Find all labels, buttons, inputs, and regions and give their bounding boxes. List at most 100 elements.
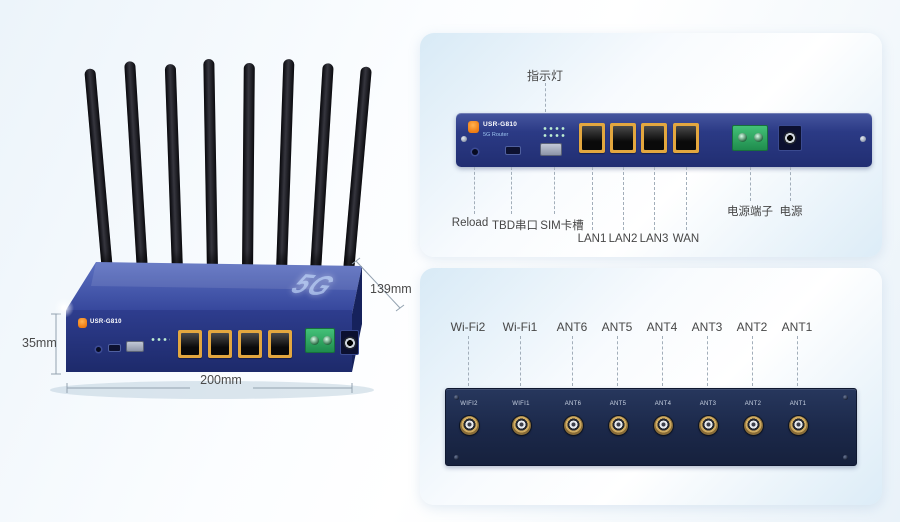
panel-screw bbox=[454, 455, 459, 460]
sma-port-label: WIFI1 bbox=[512, 401, 530, 407]
callout-ant5: ANT5 bbox=[601, 320, 633, 334]
leader-line bbox=[752, 336, 753, 386]
lan3-port bbox=[641, 123, 667, 153]
callout-ant3: ANT3 bbox=[691, 320, 723, 334]
sma-connector-ant6: ANT6 bbox=[550, 401, 596, 435]
router-body-graphic bbox=[50, 257, 405, 399]
brand-logo-icon bbox=[78, 318, 87, 328]
lan2-port bbox=[610, 123, 636, 153]
antenna-io-panel: WIFI2 WIFI1 ANT6 ANT5 ANT4 ANT3 bbox=[445, 388, 857, 466]
sim-slot bbox=[540, 143, 562, 156]
sma-connector-ant1: ANT1 bbox=[775, 401, 821, 435]
wan-port bbox=[673, 123, 699, 153]
sma-port-label: ANT2 bbox=[744, 401, 762, 407]
sma-connector-ant5: ANT5 bbox=[595, 401, 641, 435]
sma-port-label: ANT4 bbox=[654, 401, 672, 407]
callout-ant4: ANT4 bbox=[646, 320, 678, 334]
panel-screw bbox=[454, 395, 459, 400]
leader-line-lan3 bbox=[654, 167, 655, 230]
ethernet-port bbox=[238, 330, 262, 358]
callout-wifi1: Wi-Fi1 bbox=[502, 320, 538, 334]
drop-shadow bbox=[50, 381, 374, 399]
label-sim: SIM卡槽 bbox=[540, 220, 584, 232]
label-wan: WAN bbox=[672, 233, 700, 245]
led-indicators bbox=[542, 125, 566, 139]
sma-port-label: ANT1 bbox=[789, 401, 807, 407]
led-indicators bbox=[150, 336, 170, 344]
sma-connector-ant3: ANT3 bbox=[685, 401, 731, 435]
power-terminal-block bbox=[305, 328, 335, 353]
leader-line-wan bbox=[686, 167, 687, 230]
router-top-face bbox=[66, 262, 362, 314]
panel-screw bbox=[461, 136, 467, 142]
sma-connector-wifi1: WIFI1 bbox=[498, 401, 544, 435]
label-power: 电源 bbox=[779, 206, 803, 218]
lan1-port bbox=[579, 123, 605, 153]
label-lan3: LAN3 bbox=[639, 233, 669, 245]
reload-button bbox=[472, 149, 478, 155]
leader-line bbox=[662, 336, 663, 386]
sim-slot bbox=[126, 341, 144, 352]
usb-port bbox=[505, 146, 521, 155]
leader-line-lan1 bbox=[592, 167, 593, 230]
sma-connector-icon bbox=[511, 416, 531, 435]
callout-ant6: ANT6 bbox=[556, 320, 588, 334]
label-lan2: LAN2 bbox=[608, 233, 638, 245]
sma-connector-wifi2: WIFI2 bbox=[446, 401, 492, 435]
reload-button bbox=[96, 347, 101, 352]
dim-width-label: 200mm bbox=[200, 373, 242, 387]
sma-connector-ant2: ANT2 bbox=[730, 401, 776, 435]
leader-line-reload bbox=[474, 167, 475, 214]
sma-port-label: ANT6 bbox=[564, 401, 582, 407]
power-terminal-block bbox=[732, 125, 768, 151]
sma-connector-icon bbox=[698, 416, 718, 435]
callout-wifi2: Wi-Fi2 bbox=[450, 320, 486, 334]
usb-port bbox=[108, 344, 121, 352]
label-indicator: 指示灯 bbox=[526, 69, 564, 83]
power-jack bbox=[340, 330, 359, 355]
sma-port-label: ANT3 bbox=[699, 401, 717, 407]
leader-line bbox=[797, 336, 798, 386]
antenna-panel-card: Wi-Fi2 Wi-Fi1 ANT6 ANT5 ANT4 ANT3 ANT2 A… bbox=[420, 268, 882, 505]
leader-line-sim bbox=[554, 167, 555, 214]
label-serial: TBD串口 bbox=[492, 220, 538, 232]
router-photo: 5G USR-G810 139mm 35mm 200mm bbox=[0, 0, 420, 420]
rear-io-panel: USR-G810 5G Router bbox=[456, 113, 872, 167]
sma-port-label: WIFI2 bbox=[460, 401, 478, 407]
leader-line bbox=[468, 336, 469, 386]
leader-line bbox=[572, 336, 573, 386]
router-top-sheen bbox=[91, 262, 362, 290]
power-jack bbox=[778, 125, 802, 151]
sma-connector-icon bbox=[743, 416, 763, 435]
leader-line-power bbox=[790, 167, 791, 201]
sma-connector-ant4: ANT4 bbox=[640, 401, 686, 435]
ethernet-port bbox=[268, 330, 292, 358]
leader-line bbox=[617, 336, 618, 386]
sma-port-label: ANT5 bbox=[609, 401, 627, 407]
brand-logo-icon bbox=[468, 121, 479, 133]
leader-line-lan2 bbox=[623, 167, 624, 230]
brand-tagline: 5G Router bbox=[483, 132, 509, 138]
callout-ant2: ANT2 bbox=[736, 320, 768, 334]
dim-depth-label: 139mm bbox=[370, 282, 412, 296]
sma-connector-icon bbox=[788, 416, 808, 435]
panel-screw bbox=[843, 395, 848, 400]
dim-height-label: 35mm bbox=[22, 336, 57, 350]
callout-ant1: ANT1 bbox=[781, 320, 813, 334]
ethernet-port bbox=[178, 330, 202, 358]
ethernet-port bbox=[208, 330, 232, 358]
sma-connector-icon bbox=[653, 416, 673, 435]
leader-line-serial bbox=[511, 167, 512, 214]
brand-text: USR-G810 bbox=[90, 319, 122, 325]
panel-screw bbox=[843, 455, 848, 460]
lens-flare bbox=[54, 298, 74, 318]
panel-screw bbox=[860, 136, 866, 142]
leader-line-indicator bbox=[545, 83, 546, 112]
label-power-terminal: 电源端子 bbox=[727, 206, 773, 218]
rear-panel-card: 指示灯 USR-G810 5G Router 电源端子 bbox=[420, 33, 882, 257]
leader-line-power-terminal bbox=[750, 167, 751, 201]
label-reload: Reload bbox=[451, 217, 489, 229]
brand-text: USR-G810 bbox=[483, 121, 518, 128]
sma-connector-icon bbox=[608, 416, 628, 435]
